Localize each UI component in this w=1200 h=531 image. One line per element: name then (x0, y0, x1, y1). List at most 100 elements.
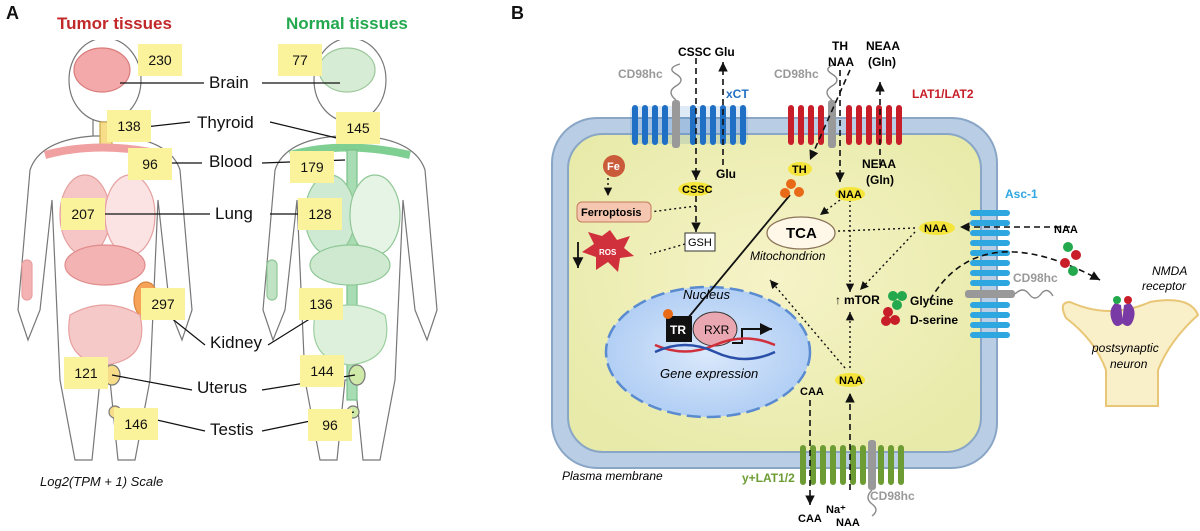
ros-burst (582, 230, 634, 272)
organ-label-testis: Testis (208, 420, 256, 440)
na-plus-label: Na⁺ (826, 504, 846, 516)
tumor-value-blood: 96 (128, 148, 172, 180)
cd98hc-squiggle-2 (826, 63, 838, 101)
naa-highlight (835, 187, 865, 201)
organ-label-brain: Brain (207, 73, 251, 93)
normal-value-brain: 77 (278, 44, 322, 76)
normal-value-uterus: 144 (300, 355, 344, 387)
cd98hc-squiggle-3 (1014, 289, 1054, 299)
lat-label: LAT1/LAT2 (912, 87, 974, 101)
tr-ligand (663, 309, 673, 319)
th-dot (780, 188, 790, 198)
cytoplasm (567, 133, 982, 453)
fe-circle (603, 155, 625, 177)
cd98hc-label-3: CD98hc (1013, 271, 1058, 285)
cd98hc-label-2: CD98hc (774, 67, 819, 81)
ferroptosis-box (576, 201, 652, 223)
rxr-label: RXR (704, 323, 730, 337)
diagram-text: CSSC Glu TH NAA NEAA (Gln) xCT LAT1/LAT2… (562, 39, 1187, 529)
gsh-label: GSH (688, 237, 712, 249)
caa-bottom-label: CAA (798, 513, 822, 525)
neaa-in-label: NEAA (862, 157, 896, 171)
gln-top-label: (Gln) (868, 55, 896, 69)
th-dot (786, 179, 796, 189)
tumor-body (17, 40, 193, 461)
th-label: TH (792, 164, 807, 176)
th-highlight (788, 162, 812, 176)
mtor-label: mTOR (844, 293, 880, 307)
xct-transporter (630, 100, 748, 148)
normal-value-lung: 128 (298, 198, 342, 230)
tca-label: TCA (786, 225, 817, 242)
naa-bottom-in-label: NAA (839, 375, 863, 387)
cell-diagram: CSSC Glu TH NAA NEAA (Gln) xCT LAT1/LAT2… (551, 39, 1200, 529)
organ-label-uterus: Uterus (195, 378, 250, 398)
normal-tissues-title: Normal tissues (286, 14, 408, 33)
normal-value-kidney: 136 (299, 288, 343, 320)
normal-body (262, 40, 438, 461)
tumor-value-kidney: 297 (141, 288, 185, 320)
xct-label: xCT (726, 87, 749, 101)
mitochondrion (766, 216, 836, 250)
glu-in-label: Glu (716, 167, 736, 181)
organ-label-kidney: Kidney (208, 333, 264, 353)
caa-label: CAA (800, 386, 824, 398)
normal-value-testis: 96 (308, 409, 352, 441)
tumor-value-testis: 146 (114, 408, 158, 440)
cd98hc-label-4: CD98hc (870, 489, 915, 503)
cssc-highlight (678, 182, 712, 196)
dserine-label: D-serine (910, 313, 958, 327)
neuron-label: neuron (1110, 357, 1148, 371)
glycine-label: Glycine (910, 294, 954, 308)
naa-asc-label: NAA (924, 223, 948, 235)
fe-label: Fe (607, 161, 620, 173)
glycine-dots (881, 242, 1081, 326)
tumor-value-uterus: 121 (64, 357, 108, 389)
flow-arrows (691, 58, 1070, 505)
organ-label-thyroid: Thyroid (195, 113, 256, 133)
mtor-up-arrow: ↑ (835, 293, 841, 307)
receptor-label: receptor (1142, 279, 1187, 293)
panel-a-letter: A (6, 3, 19, 23)
naa-asc-highlight (919, 221, 955, 235)
cssc-glu-top-label: CSSC Glu (678, 45, 735, 59)
nucleus (604, 285, 812, 419)
cd98hc-squiggle-1 (670, 63, 682, 101)
ros-label: ROS (599, 248, 617, 257)
mitochondrion-label: Mitochondrion (750, 249, 826, 263)
nucleus-label: Nucleus (683, 287, 730, 302)
dna-helix-strand (654, 343, 776, 361)
ylat-label: y+LAT1/2 (742, 471, 795, 485)
asc1-label: Asc-1 (1005, 187, 1038, 201)
tumor-value-thyroid: 138 (107, 110, 151, 142)
naa-bottom-label: NAA (836, 517, 860, 529)
naa-ext-label: NAA (1054, 224, 1078, 236)
th-to-nucleus-arrow (677, 194, 791, 331)
naa-bottom-highlight (835, 373, 865, 387)
th-dot (794, 187, 804, 197)
naa-label: NAA (838, 189, 862, 201)
ylat-transporter (800, 440, 904, 490)
dna-helix (654, 337, 776, 353)
panel-b-letter: B (511, 3, 524, 23)
tr-box (666, 316, 692, 342)
postsynaptic-neuron (1061, 299, 1200, 407)
cd98hc-label-1: CD98hc (618, 67, 663, 81)
gene-expression-label: Gene expression (660, 366, 758, 381)
tumor-value-lung: 207 (61, 198, 105, 230)
asc1-transporter (965, 210, 1015, 338)
neaa-top-label: NEAA (866, 39, 900, 53)
cd98hc-squiggle-4 (867, 489, 877, 517)
tr-label: TR (670, 323, 686, 337)
nmda-label: NMDA (1152, 264, 1187, 278)
normal-value-thyroid: 145 (336, 112, 380, 144)
organ-label-blood: Blood (207, 152, 255, 172)
ferroptosis-label: Ferroptosis (581, 207, 642, 219)
cssc-label: CSSC (682, 184, 713, 196)
tumor-value-brain: 230 (138, 44, 182, 76)
th-top-label: TH (832, 39, 848, 53)
regulation-arrows (603, 178, 916, 369)
gsh-box (684, 232, 716, 252)
scale-label: Log2(TPM + 1) Scale (40, 474, 164, 489)
nmda-receptor-shape (1110, 296, 1135, 326)
